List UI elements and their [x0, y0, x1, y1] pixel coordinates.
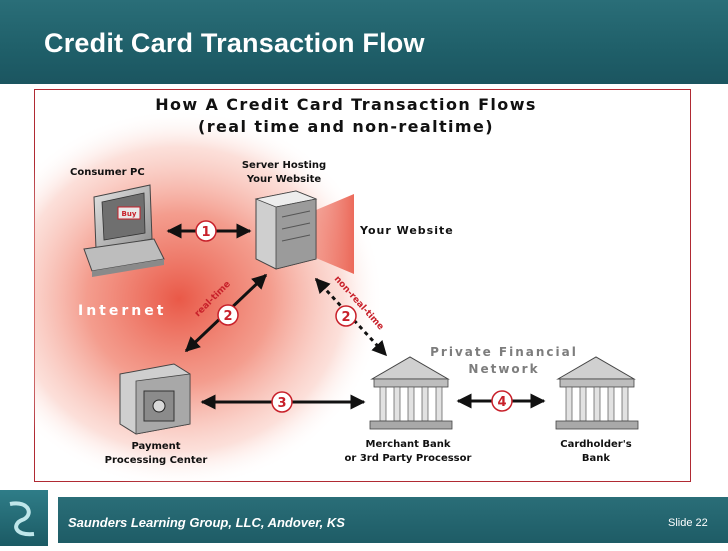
private-network-label-line1: Private Financial — [430, 345, 578, 359]
transaction-flow-diagram: How A Credit Card Transaction Flows (rea… — [34, 95, 639, 482]
step-badge-2b — [335, 305, 357, 327]
diagram-subheading: (real time and non-realtime) — [198, 117, 494, 136]
step-number-3: 3 — [277, 396, 286, 411]
step-badge-3 — [271, 391, 293, 413]
company-logo — [0, 490, 48, 546]
server-label-line2: Your Website — [246, 174, 322, 185]
step-number-2b: 2 — [341, 310, 350, 325]
slide-header — [0, 0, 728, 84]
diagram-heading: How A Credit Card Transaction Flows — [155, 95, 537, 114]
footer-panel — [58, 497, 728, 543]
consumer-pc-label: Consumer PC — [70, 167, 145, 178]
step-badge-2a — [217, 304, 239, 326]
merchant-label-line1: Merchant Bank — [366, 439, 451, 450]
footer-company-text: Saunders Learning Group, LLC, Andover, K… — [68, 515, 345, 530]
payment-label-line2: Processing Center — [105, 455, 208, 466]
payment-center-icon — [119, 363, 191, 435]
logo-swirl-icon — [9, 501, 35, 537]
buy-button-label: Buy — [122, 210, 137, 218]
consumer-pc-icon — [83, 184, 165, 277]
internet-label: Internet — [78, 303, 166, 319]
step-number-1: 1 — [201, 225, 210, 240]
server-icon — [254, 190, 318, 270]
slide-title: Credit Card Transaction Flow — [44, 28, 425, 58]
slide-number: Slide 22 — [668, 517, 708, 529]
cardholder-bank-icon — [555, 356, 639, 430]
merchant-label-line2: or 3rd Party Processor — [345, 453, 472, 464]
server-label-line1: Server Hosting — [242, 160, 326, 171]
cardholder-label-line2: Bank — [582, 453, 610, 464]
step-badge-1 — [195, 220, 217, 242]
your-website-label: Your Website — [359, 224, 454, 237]
step-number-4: 4 — [497, 395, 506, 410]
merchant-bank-icon — [369, 356, 453, 430]
cardholder-label-line1: Cardholder's — [560, 439, 632, 450]
private-network-label-line2: Network — [468, 362, 539, 376]
step-badge-4 — [491, 390, 513, 412]
step-number-2a: 2 — [223, 309, 232, 324]
payment-label-line1: Payment — [131, 441, 180, 452]
